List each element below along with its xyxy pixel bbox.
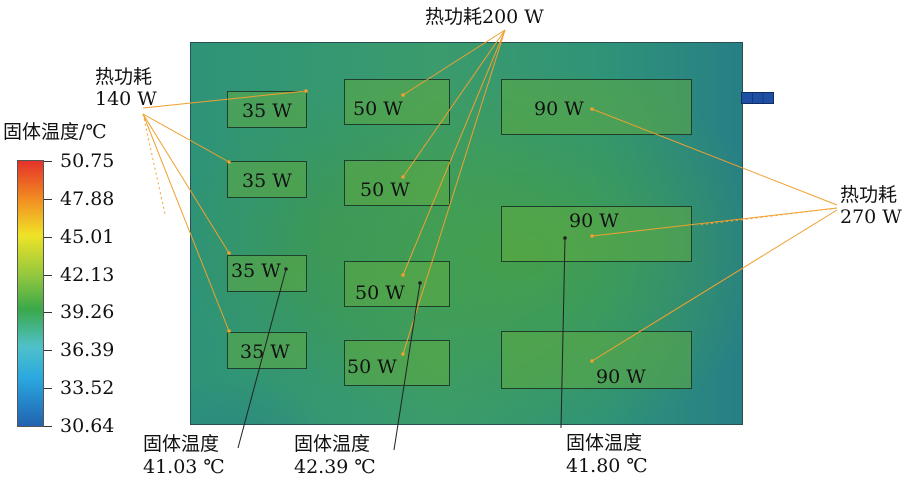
chip-50w-1: 50 W — [344, 79, 450, 125]
chip-label: 90 W — [596, 366, 646, 388]
probe-3-value: 41.80 ℃ — [566, 455, 648, 477]
chip-label: 35 W — [242, 100, 292, 122]
chip-label: 90 W — [534, 98, 584, 120]
chip-label: 35 W — [242, 170, 292, 192]
probe-2-value: 42.39 ℃ — [294, 456, 376, 478]
chip-label: 50 W — [353, 98, 403, 120]
chip-label: 35 W — [240, 341, 290, 363]
chip-90w-1: 90 W — [501, 79, 692, 135]
chip-50w-2: 50 W — [344, 160, 450, 206]
group-label-140w-line2: 140 W — [95, 88, 157, 110]
chip-50w-4: 50 W — [344, 340, 450, 386]
group-label-140w-line1: 热功耗 — [95, 66, 153, 88]
colorbar-tick-label: 33.52 — [60, 377, 115, 399]
probe-1-label: 固体温度 — [143, 433, 220, 455]
colorbar-tick-label: 30.64 — [60, 415, 115, 437]
chip-label: 35 W — [231, 260, 281, 282]
group-label-270w-line1: 热功耗 — [840, 184, 898, 206]
colorbar-tick — [44, 312, 52, 313]
chip-label: 90 W — [569, 210, 619, 232]
coolant-port — [741, 92, 774, 104]
chip-label: 50 W — [355, 282, 405, 304]
probe-2-label: 固体温度 — [294, 433, 371, 455]
colorbar-tick — [44, 388, 52, 389]
chip-90w-3: 90 W — [501, 331, 692, 389]
colorbar-tick — [44, 350, 52, 351]
colorbar-tick-label: 47.88 — [60, 188, 115, 210]
colorbar-tick-label: 36.39 — [60, 339, 115, 361]
chip-35w-2: 35 W — [227, 161, 307, 198]
colorbar-tick-label: 45.01 — [60, 226, 115, 248]
colorbar-tick-label: 39.26 — [60, 301, 115, 323]
colorbar-tick-label: 42.13 — [60, 264, 115, 286]
colorbar-title: 固体温度/℃ — [3, 121, 107, 143]
colorbar-tick — [44, 426, 52, 427]
chip-35w-3: 35 W — [227, 255, 307, 292]
chip-label: 50 W — [347, 356, 397, 378]
colorbar-tick — [44, 275, 52, 276]
colorbar-tick — [44, 237, 52, 238]
chip-90w-2: 90 W — [501, 206, 692, 262]
chip-label: 50 W — [360, 179, 410, 201]
colorbar-tick — [44, 161, 52, 162]
colorbar-tick — [44, 199, 52, 200]
group-label-270w-line2: 270 W — [840, 206, 902, 228]
temperature-colorbar — [17, 160, 44, 427]
chip-35w-1: 35 W — [227, 91, 307, 128]
probe-3-label: 固体温度 — [566, 432, 643, 454]
chip-50w-3: 50 W — [344, 261, 450, 307]
colorbar-tick-label: 50.75 — [60, 150, 115, 172]
probe-1-value: 41.03 ℃ — [143, 456, 225, 478]
group-label-200w: 热功耗200 W — [425, 6, 544, 28]
